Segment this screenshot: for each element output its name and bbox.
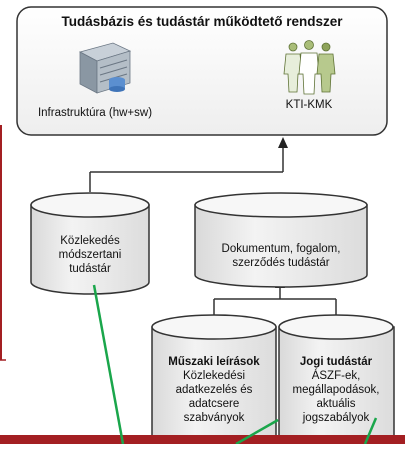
jogi-line-1: ÁSZF-ek, bbox=[311, 370, 361, 382]
people-icon bbox=[283, 40, 336, 95]
jogi-line-3: aktuális bbox=[316, 398, 356, 410]
arrowhead-system bbox=[278, 137, 288, 148]
jogi-title: Jogi tudástár bbox=[299, 356, 373, 368]
muszaki-line-3: adatcsere bbox=[188, 398, 240, 410]
cylinder-muszaki bbox=[151, 314, 277, 445]
kozlekedes-label: Közlekedés módszertani tudástár bbox=[34, 234, 146, 276]
dokumentum-line-1: Dokumentum, fogalom, bbox=[221, 243, 341, 255]
kozlekedes-line-3: tudástár bbox=[69, 263, 111, 275]
cylinder-dokumentum bbox=[194, 192, 368, 288]
left-accent-line bbox=[0, 125, 6, 361]
muszaki-label: Műszaki leírások Közlekedési adatkezelés… bbox=[154, 355, 274, 425]
kozlekedes-line-2: módszertani bbox=[58, 249, 122, 261]
dokumentum-line-2: szerződés tudástár bbox=[232, 257, 330, 269]
kozlekedes-line-1: Közlekedés bbox=[60, 235, 120, 247]
system-box bbox=[16, 6, 388, 136]
connector-to-dokumentum bbox=[213, 283, 337, 315]
muszaki-title: Műszaki leírások bbox=[168, 356, 260, 368]
org-label: KTI-KMK bbox=[285, 99, 333, 111]
jogi-line-2: megállapodások, bbox=[292, 384, 380, 396]
muszaki-line-2: adatkezelés és bbox=[175, 384, 253, 396]
server-icon bbox=[78, 42, 132, 94]
green-connector-lines bbox=[92, 284, 378, 446]
connector-to-system bbox=[89, 148, 284, 192]
jogi-label: Jogi tudástár ÁSZF-ek, megállapodások, a… bbox=[280, 355, 392, 425]
muszaki-line-1: Közlekedési bbox=[182, 370, 245, 382]
muszaki-line-4: szabványok bbox=[183, 412, 245, 424]
system-title: Tudásbázis és tudástár működtető rendsze… bbox=[61, 14, 343, 29]
jogi-line-4: jogszabályok bbox=[302, 412, 370, 424]
dokumentum-label: Dokumentum, fogalom, szerződés tudástár bbox=[200, 242, 362, 270]
cylinder-kozlekedes bbox=[30, 192, 150, 295]
infra-label: Infrastruktúra (hw+sw) bbox=[37, 107, 153, 119]
bottom-red-band bbox=[0, 435, 405, 444]
